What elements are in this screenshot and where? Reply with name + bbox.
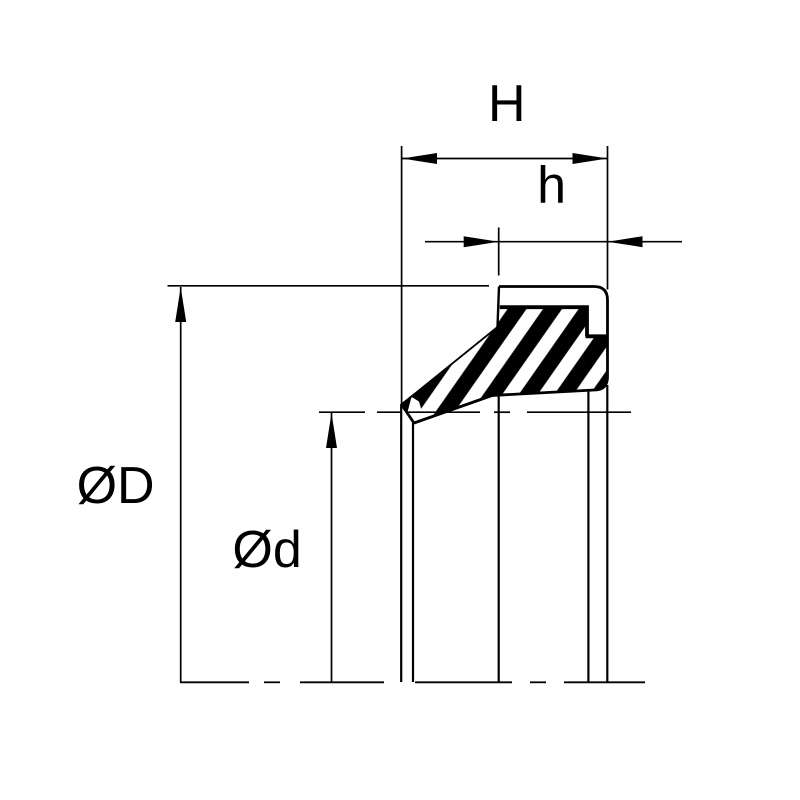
svg-text:H: H [488, 75, 526, 133]
svg-text:Ød: Ød [232, 521, 301, 579]
svg-text:ØD: ØD [77, 457, 155, 515]
svg-text:h: h [537, 157, 566, 215]
